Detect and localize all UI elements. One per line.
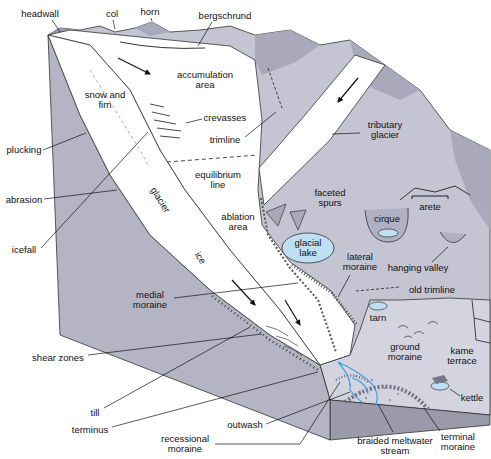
trimline: [268, 68, 282, 108]
flow-arrow: [118, 58, 150, 74]
part-label: tarn: [370, 313, 386, 323]
leader-line: [198, 22, 212, 46]
leader-line: [432, 247, 448, 262]
part-label: arete: [419, 202, 441, 212]
leader-line: [378, 404, 393, 432]
gravel-dot: [389, 399, 391, 401]
leader-lines: [41, 18, 460, 444]
kettle-lake: [431, 382, 449, 390]
part-label: old trimline: [409, 285, 455, 295]
part-label: accumulation area: [174, 70, 236, 91]
faceted-spur: [290, 210, 306, 230]
leader-line: [151, 18, 152, 21]
part-label: faceted spurs: [310, 188, 350, 209]
ice-block: [432, 375, 448, 384]
part-label: abrasion: [6, 195, 42, 205]
part-label: terminal moraine: [438, 432, 478, 453]
gravel-dot: [365, 397, 367, 399]
part-label: recessional moraine: [157, 434, 213, 455]
part-label: headwall: [21, 9, 59, 19]
leader-line: [113, 20, 115, 29]
gravel-dot: [371, 379, 373, 381]
part-label: cirque: [374, 214, 400, 224]
part-label: ablation area: [218, 212, 258, 233]
bergschrund-crack: [120, 42, 205, 48]
part-label: lateral moraine: [340, 252, 380, 273]
leader-line: [338, 275, 350, 297]
bedrock-section: [48, 35, 330, 440]
ground-moraine-hummocks: [398, 322, 438, 339]
leader-line: [266, 392, 350, 424]
part-label: snow and firn: [83, 90, 127, 111]
part-label: braided meltwater stream: [357, 436, 433, 457]
kame-terrace: [472, 300, 490, 343]
leader-line: [44, 190, 117, 199]
part-label: medial moraine: [130, 290, 170, 311]
old-trimline: [356, 287, 400, 291]
leader-line: [186, 119, 202, 123]
shear-zone-lines: [266, 326, 302, 356]
ice-section: [48, 35, 320, 365]
glacial-lake: [282, 233, 334, 263]
part-label: equilibrium line: [192, 170, 244, 191]
leader-line: [52, 20, 60, 32]
leader-line: [424, 408, 440, 431]
flow-arrow: [232, 280, 255, 305]
flow-arrow: [338, 78, 358, 102]
bracket: [412, 196, 448, 199]
part-label: shear zones: [32, 353, 84, 363]
arete-ridge: [400, 186, 470, 200]
part-label: icefall: [12, 245, 36, 255]
medial-moraine: [261, 198, 336, 352]
part-label: trimline: [210, 135, 241, 145]
part-label: plucking: [7, 145, 42, 155]
part-label: kame terrace: [444, 346, 480, 367]
part-label: kettle: [461, 393, 484, 403]
part-label: glacier: [148, 185, 172, 214]
mountain-shade: [255, 30, 320, 75]
tarn-lake: [369, 302, 387, 310]
part-label: hanging valley: [388, 263, 449, 273]
leader-line: [43, 133, 86, 150]
leader-line: [88, 334, 262, 355]
leader-line: [112, 372, 318, 427]
crevasse-marks: [150, 104, 181, 138]
leader-line: [41, 132, 148, 248]
hanging-valley: [440, 232, 466, 243]
leader-line: [450, 389, 460, 396]
till-layer: [212, 296, 318, 370]
part-label: bergschrund: [199, 11, 252, 21]
cirque-basin: [365, 208, 408, 242]
part-label: col: [106, 9, 118, 19]
flow-line: [90, 70, 148, 165]
faceted-spur: [266, 204, 286, 226]
gravel-dot: [397, 393, 399, 395]
tributary-glacier: [259, 55, 385, 205]
part-label: ice: [192, 250, 207, 266]
cirque-lake: [378, 229, 398, 237]
part-label: tributary glacier: [361, 120, 409, 141]
part-label: ground moraine: [385, 342, 425, 363]
leader-line: [332, 133, 360, 134]
part-label: terminus: [72, 425, 108, 435]
part-label: outwash: [227, 420, 262, 430]
leader-line: [245, 112, 276, 137]
equilibrium-line: [167, 155, 258, 162]
leader-line: [215, 382, 340, 444]
part-label: till: [91, 408, 100, 418]
braided-stream: [338, 362, 377, 405]
leader-line: [174, 283, 298, 298]
part-label: crevasses: [204, 113, 247, 123]
mountain-shade: [450, 130, 490, 230]
part-label: glacial lake: [292, 238, 324, 259]
flow-arrow: [285, 300, 300, 325]
lateral-moraine: [292, 265, 357, 325]
horn-face: [135, 22, 170, 36]
part-label: horn: [140, 7, 159, 17]
